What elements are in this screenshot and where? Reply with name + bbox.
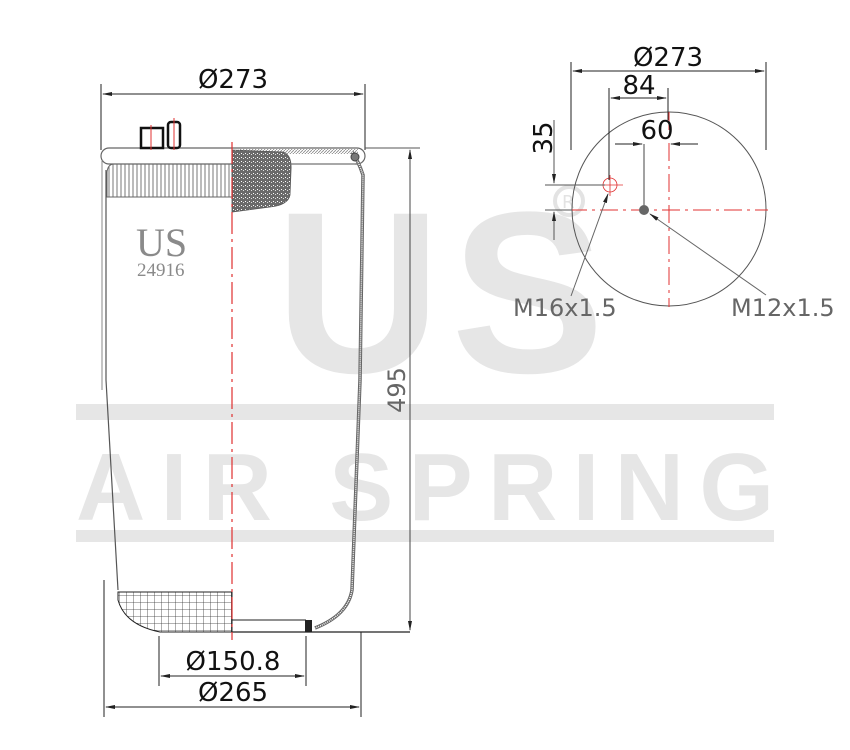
dim-top-view-diameter: Ø273: [633, 43, 703, 73]
air-fitting: [139, 126, 165, 150]
m12-stud: [639, 205, 649, 215]
dim-piston-diameter: Ø150.8: [186, 647, 281, 677]
watermark-bar-bottom: [76, 530, 774, 542]
dim-offset-35: 35: [529, 121, 559, 154]
dim-top-diameter: Ø273: [198, 65, 268, 95]
dim-bottom-diameter: Ø265: [198, 678, 268, 708]
watermark-sub-text: AIR SPRING: [76, 434, 774, 541]
body-outline-left: [105, 170, 119, 591]
bellow-band: [106, 163, 233, 198]
registered-mark-letter: R: [562, 192, 575, 213]
dim-offset-84: 84: [622, 71, 655, 101]
watermark-bar-top: [76, 404, 774, 420]
watermark-big-text: US: [275, 164, 615, 421]
callout-m12: M12x1.5: [731, 294, 835, 322]
top-plate-hatch: [238, 149, 358, 154]
registered-mark: [553, 185, 585, 217]
brand-label: US: [136, 220, 187, 265]
dim-height: 495: [383, 367, 411, 413]
side-view: US 24916 Ø273 495 Ø150.8 Ø265: [100, 65, 420, 717]
callout-m16: M16x1.5: [513, 294, 617, 322]
bead-section: [231, 149, 292, 213]
piston-section: [117, 591, 233, 633]
dim-offset-60: 60: [640, 116, 673, 146]
part-number: 24916: [137, 260, 185, 281]
top-view: Ø273 84 60 35 M16x1.5 M12x1.5: [513, 43, 835, 322]
